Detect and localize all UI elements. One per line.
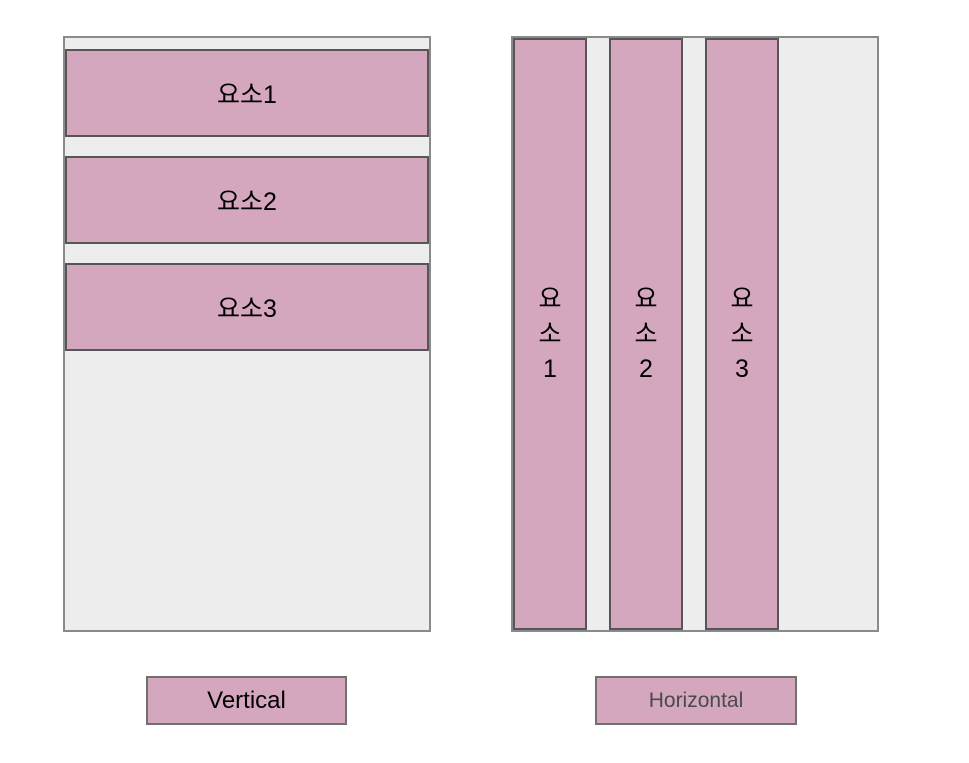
vertical-item-3: 요소3: [65, 263, 429, 351]
vertical-item-2: 요소2: [65, 156, 429, 244]
horizontal-button[interactable]: Horizontal: [595, 676, 797, 725]
vertical-layout-panel: 요소1 요소2 요소3: [63, 36, 431, 632]
vertical-item-1-label: 요소1: [217, 81, 277, 109]
vertical-button-label: Vertical: [207, 686, 286, 714]
vertical-item-1: 요소1: [65, 49, 429, 137]
horizontal-button-label: Horizontal: [648, 688, 744, 712]
vertical-button[interactable]: Vertical: [146, 676, 347, 725]
vertical-item-3-label: 요소3: [217, 295, 277, 323]
vertical-item-2-label: 요소2: [217, 188, 277, 216]
